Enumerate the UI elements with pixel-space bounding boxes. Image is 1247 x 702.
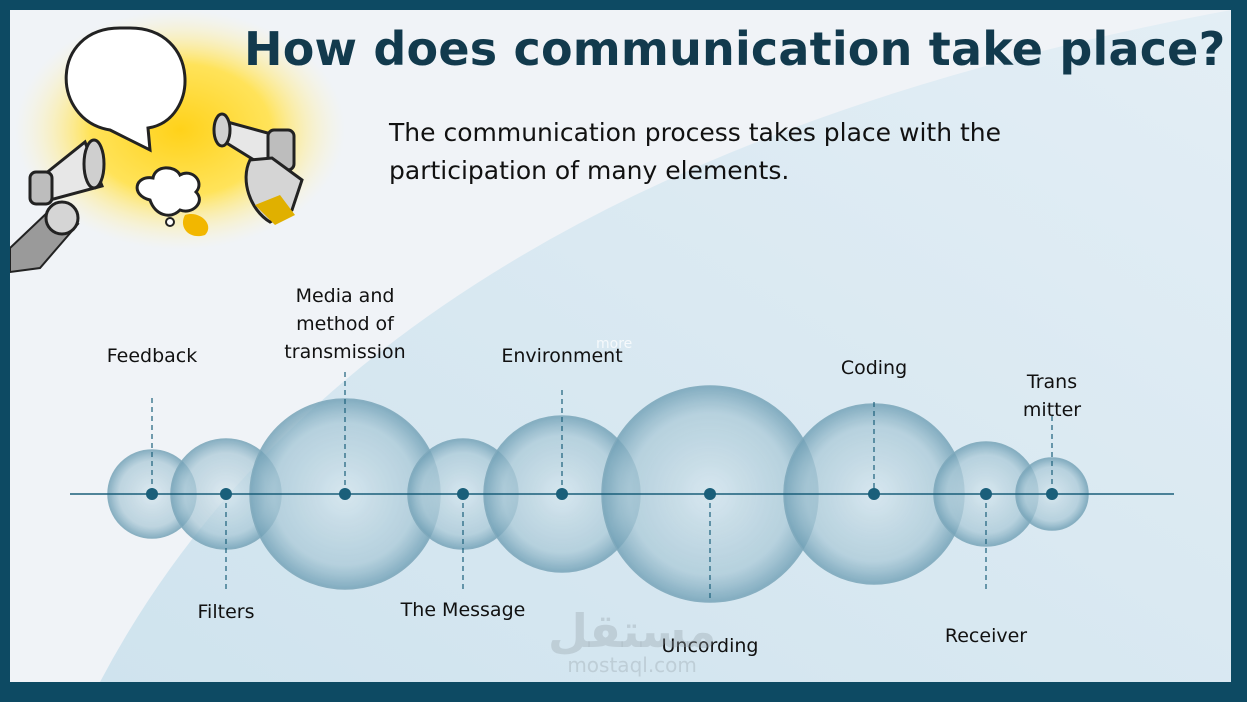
element-dot xyxy=(457,488,469,500)
element-dot xyxy=(556,488,568,500)
element-label: Feedback xyxy=(106,345,198,367)
element-label: Receiver xyxy=(944,625,1028,647)
element-dot xyxy=(980,488,992,500)
element-dot xyxy=(704,488,716,500)
illustration xyxy=(10,10,345,274)
element-label: Filters xyxy=(197,601,255,623)
element-label: Uncording xyxy=(661,635,759,657)
element-label: Environment xyxy=(501,345,623,367)
element-dot xyxy=(220,488,232,500)
element-label: Coding xyxy=(840,357,908,379)
communication-elements-diagram xyxy=(70,372,1174,603)
element-dot xyxy=(146,488,158,500)
element-dot xyxy=(339,488,351,500)
cloud-bubble-icon xyxy=(135,166,209,237)
watermark-logo: مستقل xyxy=(548,604,717,658)
watermark-url: mostaql.com xyxy=(567,653,697,677)
megaphone-icon xyxy=(212,112,304,225)
page-subtitle: The communication process takes place wi… xyxy=(389,118,1002,185)
watermark: مستقل mostaql.com xyxy=(548,608,716,676)
element-label: The Message xyxy=(400,599,526,621)
element-dot xyxy=(1046,488,1058,500)
speech-bubble-icon xyxy=(64,26,187,153)
slide: How does communication take place? The c… xyxy=(10,10,1231,682)
hint-text: more xyxy=(596,336,633,352)
megaphone-icon xyxy=(10,138,106,274)
page-title: How does communication take place? xyxy=(244,22,1226,76)
element-dot xyxy=(868,488,880,500)
